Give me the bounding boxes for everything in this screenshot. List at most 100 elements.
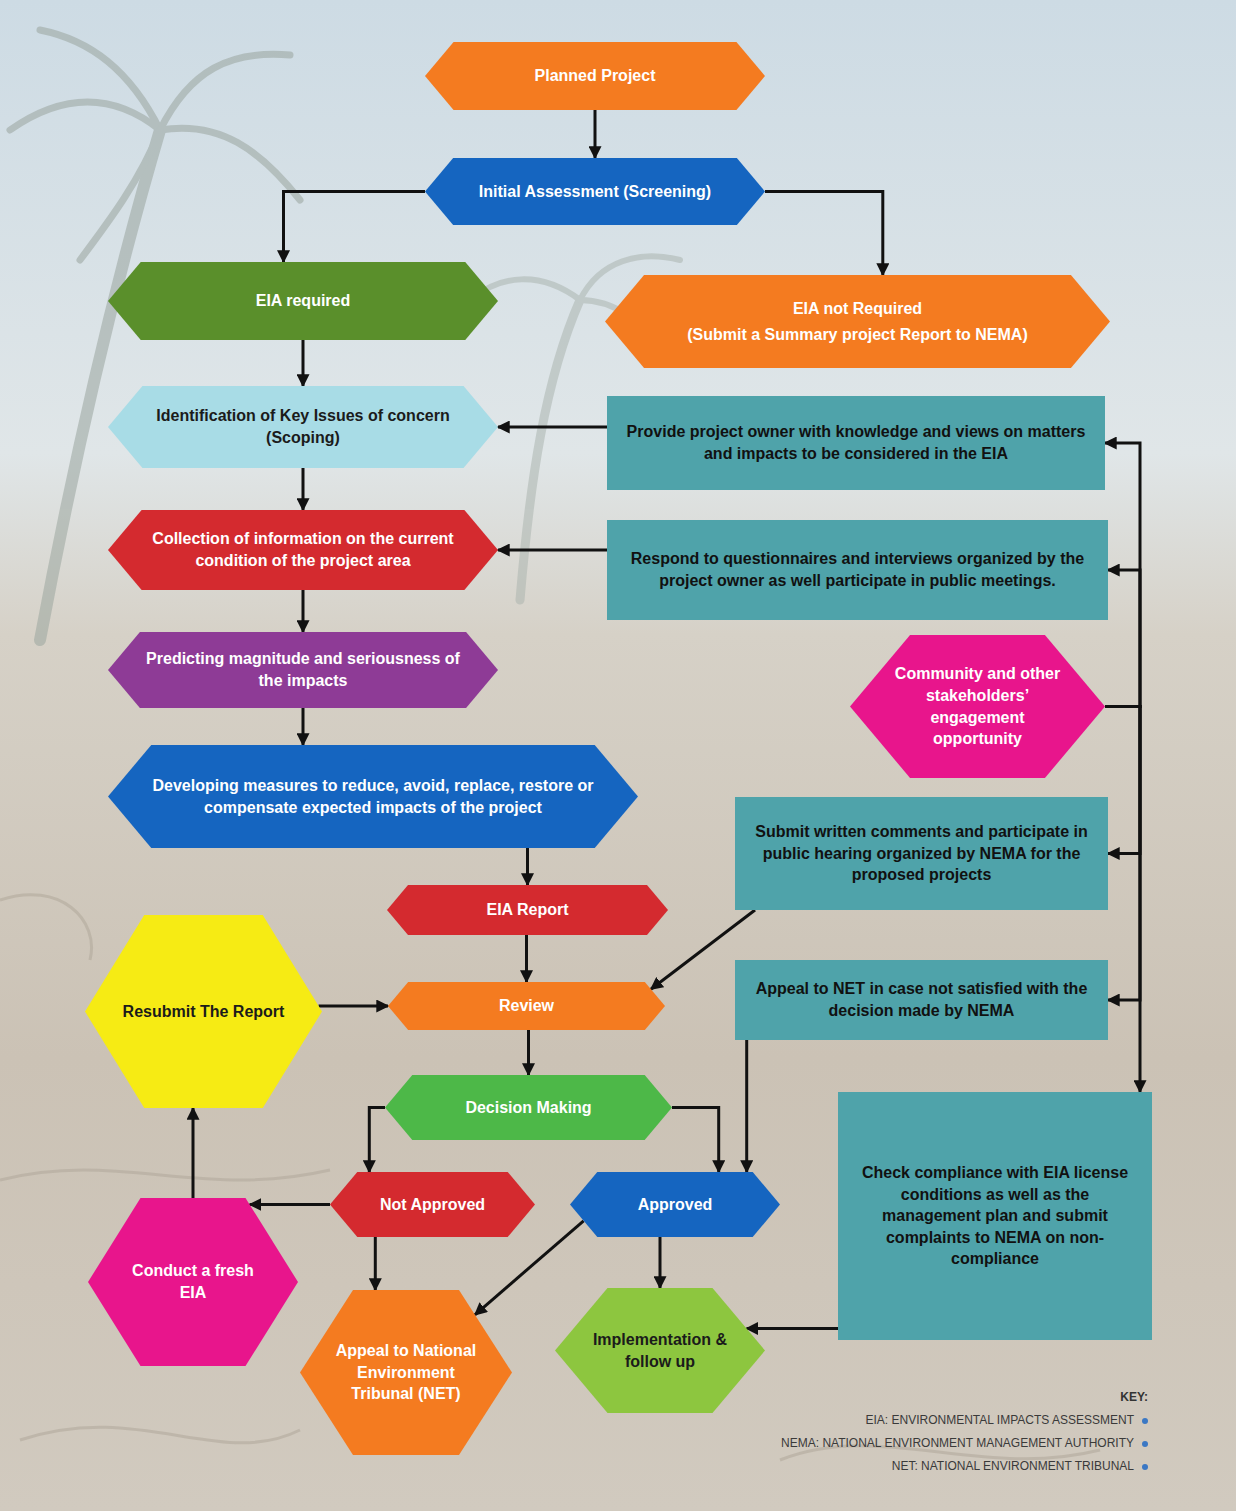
legend-title: KEY: <box>781 1390 1148 1404</box>
text-group: Resubmit The Report <box>123 1001 285 1023</box>
text-area: Initial Assessment (Screening) <box>425 158 765 225</box>
flow-arrow <box>1105 707 1140 1001</box>
flow-arrow <box>1105 443 1140 707</box>
hexagon-outline <box>555 1288 765 1413</box>
text-area: Collection of information on the current… <box>108 510 498 590</box>
flow-arrow <box>369 1108 385 1173</box>
hexagon-step: Community and other stakeholders’ engage… <box>850 635 1105 778</box>
legend-text: EIA: ENVIRONMENTAL IMPACTS ASSESSMENT <box>866 1413 1135 1427</box>
text-area: Identification of Key Issues of concern … <box>108 386 498 468</box>
hexagon-fill <box>108 632 498 708</box>
info-box: Provide project owner with knowledge and… <box>607 396 1105 490</box>
box-fill <box>735 960 1108 1040</box>
text-group: EIA not Required(Submit a Summary projec… <box>687 298 1027 345</box>
hexagon-fill <box>555 1288 765 1413</box>
text-area: Predicting magnitude and seriousness of … <box>108 632 498 708</box>
flow-arrow <box>1105 707 1140 854</box>
hexagon-step: Initial Assessment (Screening) <box>425 158 765 225</box>
text-group: Conduct a fresh EIA <box>120 1260 266 1303</box>
hexagon-outline <box>108 745 638 848</box>
hexagon-step: EIA not Required(Submit a Summary projec… <box>605 275 1110 368</box>
flow-arrow <box>302 708 305 745</box>
node-text: EIA required <box>256 290 351 312</box>
node-text: Check compliance with EIA license condit… <box>852 1162 1138 1270</box>
text-area: EIA required <box>108 262 498 340</box>
text-group: Appeal to NET in case not satisfied with… <box>749 978 1094 1021</box>
legend-row: EIA: ENVIRONMENTAL IMPACTS ASSESSMENT <box>781 1413 1148 1427</box>
text-group: Community and other stakeholders’ engage… <box>894 663 1060 749</box>
hexagon-fill <box>108 510 498 590</box>
hexagon-fill <box>300 1290 512 1455</box>
legend-bullet <box>1142 1464 1148 1470</box>
node-text: Submit written comments and participate … <box>749 821 1094 886</box>
text-area: Conduct a fresh EIA <box>88 1198 298 1366</box>
text-area: Provide project owner with knowledge and… <box>607 396 1105 490</box>
hexagon-outline <box>88 1198 298 1366</box>
node-text: Provide project owner with knowledge and… <box>621 421 1091 464</box>
node-text: Respond to questionnaires and interviews… <box>621 548 1094 591</box>
node-text: EIA Report <box>486 899 568 921</box>
flow-arrow <box>594 110 597 158</box>
text-area: Implementation & follow up <box>555 1288 765 1413</box>
info-box: Appeal to NET in case not satisfied with… <box>735 960 1108 1040</box>
legend-bullet <box>1142 1441 1148 1447</box>
flow-arrow <box>1105 707 1140 1093</box>
text-group: Respond to questionnaires and interviews… <box>621 548 1094 591</box>
legend: KEY: EIA: ENVIRONMENTAL IMPACTS ASSESSMEN… <box>781 1390 1148 1473</box>
info-box: Check compliance with EIA license condit… <box>838 1092 1152 1340</box>
hexagon-outline <box>108 386 498 468</box>
flow-arrow <box>525 935 528 982</box>
hexagon-step: Identification of Key Issues of concern … <box>108 386 498 468</box>
flow-arrow <box>374 1237 377 1290</box>
node-text: Identification of Key Issues of concern … <box>134 405 472 448</box>
text-area: Appeal to National Environment Tribunal … <box>300 1290 512 1455</box>
hexagon-step: Implementation & follow up <box>555 1288 765 1413</box>
legend-row: NET: NATIONAL ENVIRONMENT TRIBUNAL <box>781 1459 1148 1473</box>
legend-bullet <box>1142 1418 1148 1424</box>
text-group: Implementation & follow up <box>587 1329 733 1372</box>
text-group: EIA Report <box>486 899 568 921</box>
info-box: Submit written comments and participate … <box>735 797 1108 910</box>
flow-arrow <box>319 1005 388 1008</box>
flow-arrow <box>765 192 883 276</box>
node-text: Approved <box>638 1194 713 1216</box>
node-text: Review <box>499 995 554 1017</box>
hexagon-step: Resubmit The Report <box>85 915 322 1108</box>
hexagon-outline <box>850 635 1105 778</box>
flow-arrow <box>498 549 607 552</box>
hexagon-fill <box>388 982 665 1030</box>
flow-arrow <box>498 426 607 429</box>
hexagon-step: Not Approved <box>330 1172 535 1237</box>
box-outline <box>735 960 1108 1040</box>
info-box: Respond to questionnaires and interviews… <box>607 520 1108 620</box>
text-area: Planned Project <box>425 42 765 110</box>
hexagon-step: Conduct a fresh EIA <box>88 1198 298 1366</box>
legend-row: NEMA: NATIONAL ENVIRONMENT MANAGEMENT AU… <box>781 1436 1148 1450</box>
flow-arrow <box>1105 570 1140 707</box>
node-text: Community and other stakeholders’ engage… <box>894 663 1060 749</box>
flow-arrow <box>659 1237 662 1288</box>
hexagon-step: Approved <box>570 1172 780 1237</box>
flow-arrow <box>302 468 305 510</box>
hexagon-fill <box>330 1172 535 1237</box>
node-text: EIA not Required <box>687 298 1027 320</box>
flow-arrow <box>302 590 305 632</box>
hexagon-fill <box>425 42 765 110</box>
node-text: Appeal to NET in case not satisfied with… <box>749 978 1094 1021</box>
hexagon-fill <box>85 915 322 1108</box>
hexagon-step: Review <box>388 982 665 1030</box>
hexagon-fill <box>108 745 638 848</box>
box-fill <box>735 797 1108 910</box>
text-group: Not Approved <box>380 1194 485 1216</box>
text-area: Community and other stakeholders’ engage… <box>850 635 1105 778</box>
hexagon-outline <box>605 275 1110 368</box>
text-area: Approved <box>570 1172 780 1237</box>
node-text: Predicting magnitude and seriousness of … <box>134 648 472 691</box>
text-area: Check compliance with EIA license condit… <box>838 1092 1152 1340</box>
hexagon-fill <box>850 635 1105 778</box>
node-text: Developing measures to reduce, avoid, re… <box>136 775 611 818</box>
text-group: Decision Making <box>465 1097 591 1119</box>
text-group: Review <box>499 995 554 1017</box>
box-outline <box>607 396 1105 490</box>
